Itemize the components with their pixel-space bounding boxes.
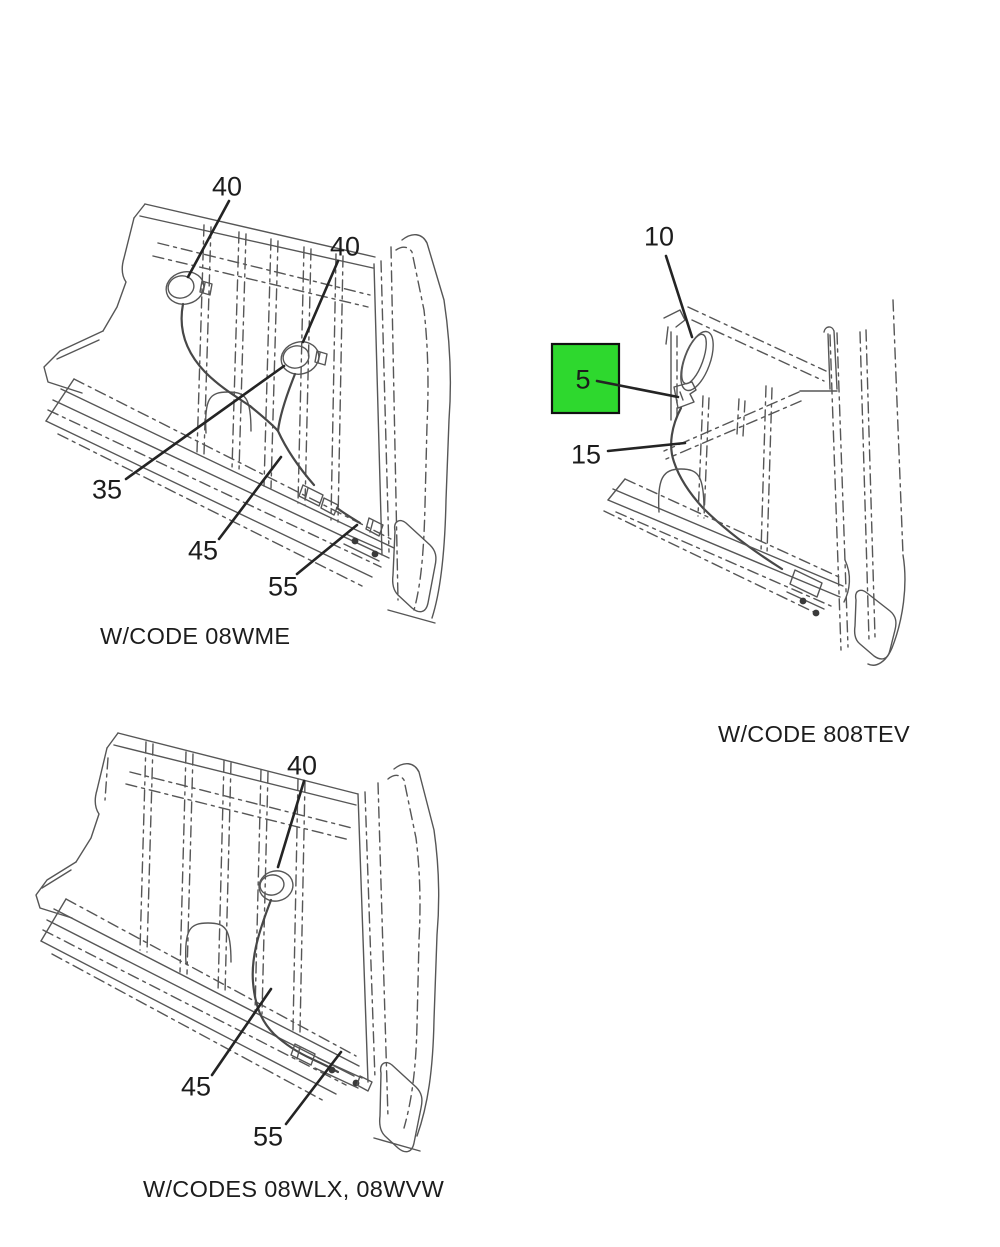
- callout-40-left-lamp: 40: [211, 171, 243, 202]
- leader-45: [217, 455, 283, 541]
- drawing-cab-back-808tev: [550, 254, 906, 666]
- leader-35: [124, 364, 286, 481]
- leader-10: [664, 254, 694, 339]
- leader-55: [295, 523, 359, 576]
- caption-codes-08wlx-08wvw: W/CODES 08WLX, 08WVW: [143, 1176, 445, 1202]
- caption-code-08wme: W/CODE 08WME: [100, 623, 291, 649]
- leader-40: [276, 779, 306, 869]
- callout-5-bracket-highlighted: 5: [575, 364, 591, 395]
- leader-45: [210, 987, 273, 1077]
- callout-15-wire: 15: [570, 439, 602, 470]
- callout-45-harness: 45: [187, 535, 219, 566]
- clearance-lamp-right: [280, 341, 328, 375]
- drawing-cab-back-08wlx-08wvw: [35, 732, 440, 1153]
- highlight-box-5: [550, 342, 621, 415]
- callout-40-right-lamp: 40: [329, 231, 361, 262]
- wiring-harness-08wlx: [251, 898, 373, 1092]
- clearance-lamp-left: [165, 271, 213, 305]
- door-cutout: [853, 589, 897, 660]
- lamp-bracket: [673, 381, 697, 409]
- leader-40-left: [186, 199, 231, 279]
- door-cutout: [378, 1061, 423, 1153]
- door-cutout: [391, 519, 437, 613]
- callout-55-connector: 55: [252, 1121, 284, 1152]
- callout-45-harness: 45: [180, 1071, 212, 1102]
- leader-40-right: [301, 259, 340, 344]
- drawing-cab-back-08wme: [43, 199, 452, 624]
- wiring-harness-808tev: [670, 406, 784, 571]
- clearance-lamp: [258, 870, 294, 902]
- callout-40-lamp: 40: [286, 750, 318, 781]
- leader-5: [595, 379, 680, 399]
- callout-10-lamp: 10: [643, 221, 675, 252]
- caption-code-808tev: W/CODE 808TEV: [718, 721, 910, 747]
- callout-35-lamp-mount: 35: [91, 474, 123, 505]
- leader-55: [284, 1050, 343, 1126]
- leader-15: [606, 441, 687, 453]
- wiring-harness-08wme: [180, 302, 384, 562]
- callout-55-connector: 55: [267, 571, 299, 602]
